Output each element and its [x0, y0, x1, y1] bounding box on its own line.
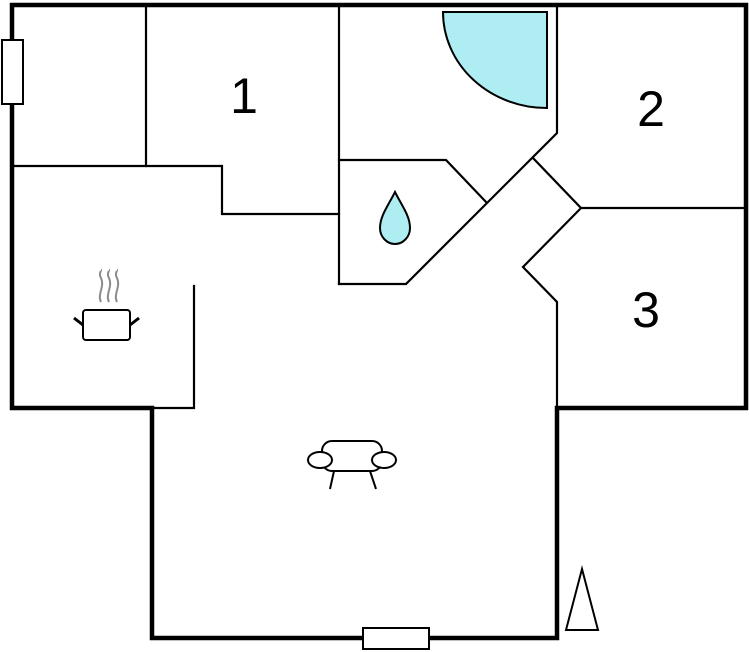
room-label-2: 2 — [637, 81, 665, 137]
cooking-pot-icon — [73, 269, 140, 341]
north-arrow-icon — [564, 565, 600, 631]
door-bottom — [362, 627, 430, 650]
window-left — [1, 39, 24, 105]
water-drop-icon — [378, 189, 412, 246]
shower-icon — [441, 11, 548, 110]
room-label-1: 1 — [230, 68, 258, 124]
outer-walls — [9, 2, 749, 641]
interior-walls — [10, 3, 748, 410]
sofa-icon — [307, 440, 397, 490]
room-label-3: 3 — [632, 282, 660, 338]
